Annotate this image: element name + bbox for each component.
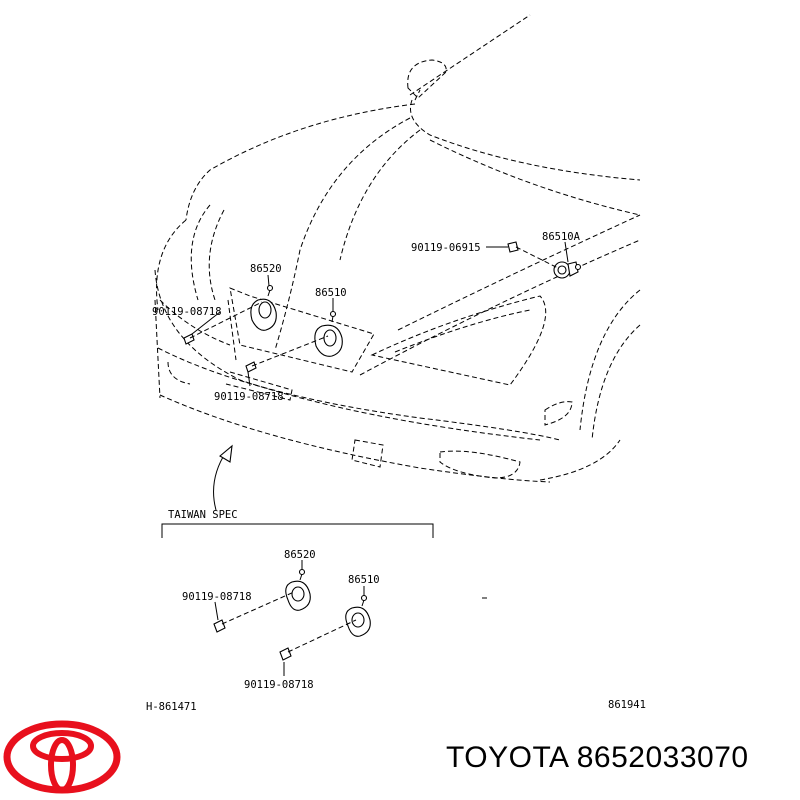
label-bolt-lower-spec: 90119-08718 [244,679,314,691]
leader-lines-main [189,241,569,387]
bolt-upper-spec [213,619,226,633]
car-body-outline [154,14,641,483]
label-horn-low-main: 86510 [315,287,347,299]
brand-part-number: TOYOTA 8652033070 [446,741,749,774]
label-horn-low-spec: 86510 [348,574,380,586]
label-horn-high-spec: 86520 [284,549,316,561]
leader-lines-spec [214,560,365,676]
horn-low-spec [345,594,371,637]
horn-high-spec [285,568,311,611]
label-bolt-right-main: 90119-06915 [411,242,481,254]
label-ref-left: H-861471 [146,701,197,713]
horn-assy-right [553,261,582,279]
bolt-right-main [507,241,519,253]
label-bolt-upper-spec: 90119-08718 [182,591,252,603]
label-bolt-center-main: 90119-08718 [214,391,284,403]
bolt-left-main [183,333,195,345]
taiwan-spec-bracket [161,523,434,538]
direction-arrow [213,444,233,511]
toyota-logo-icon [3,720,121,794]
label-horn-assy-right: 86510A [542,231,581,243]
bolt-center-main [245,361,257,373]
horn-high-main [250,284,277,331]
label-horn-high-main: 86520 [250,263,282,275]
label-taiwan-spec: TAIWAN SPEC [168,509,238,521]
label-ref-right: 861941 [608,699,646,711]
label-bolt-left-main: 90119-08718 [152,306,222,318]
horn-low-main [314,310,343,357]
bolt-lower-spec [279,647,292,661]
